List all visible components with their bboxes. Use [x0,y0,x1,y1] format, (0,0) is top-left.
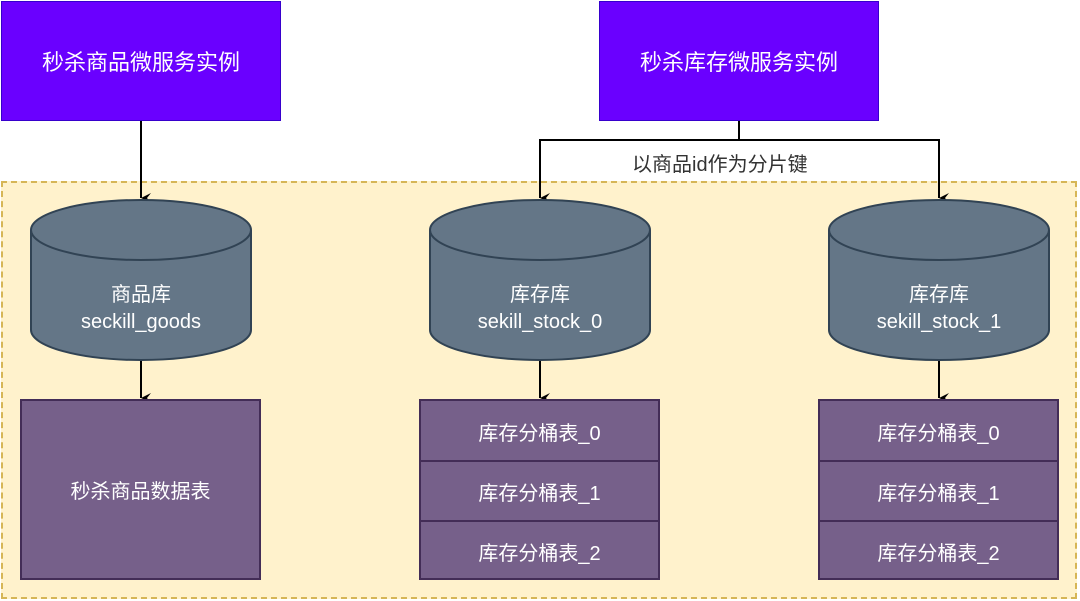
stock-table-row[interactable]: 库存分桶表_1 [421,460,658,520]
db-schema: sekill_stock_0 [477,311,603,333]
goods-table-label: 秒杀商品数据表 [70,481,211,503]
stock-tables-0: 库存分桶表_0 库存分桶表_1 库存分桶表_2 [419,399,660,580]
stock-table-row[interactable]: 库存分桶表_2 [820,520,1057,580]
stock-tables-1: 库存分桶表_0 库存分桶表_1 库存分桶表_2 [818,399,1059,580]
db-name: 库存库 [510,284,570,306]
stock-service-label: 秒杀库存微服务实例 [639,50,838,75]
db-stock-1-label[interactable]: 库存库 sekill_stock_1 [829,282,1049,336]
goods-table-node[interactable]: 秒杀商品数据表 [20,399,261,580]
stock-table-row[interactable]: 库存分桶表_1 [820,460,1057,520]
db-cylinder-goods [30,199,252,361]
goods-service-node[interactable]: 秒杀商品微服务实例 [1,1,281,121]
edge-stock-service-split [539,121,949,203]
shard-key-label: 以商品id作为分片键 [632,154,808,176]
db-cylinder-stock-0 [429,199,651,361]
db-stock-0-label[interactable]: 库存库 sekill_stock_0 [430,282,650,336]
stock-table-row[interactable]: 库存分桶表_0 [877,422,1000,445]
db-schema: sekill_stock_1 [876,311,1002,333]
edge-db-to-tables [140,360,949,403]
stock-service-node[interactable]: 秒杀库存微服务实例 [599,1,879,121]
db-name: 商品库 [111,284,171,306]
stock-table-row[interactable]: 库存分桶表_2 [421,520,658,580]
goods-service-label: 秒杀商品微服务实例 [41,50,240,75]
db-name: 库存库 [909,284,969,306]
stock-table-row[interactable]: 库存分桶表_0 [478,422,601,445]
db-cylinder-stock-1 [828,199,1050,361]
db-goods-label[interactable]: 商品库 seckill_goods [31,282,251,336]
db-schema: seckill_goods [80,311,202,333]
